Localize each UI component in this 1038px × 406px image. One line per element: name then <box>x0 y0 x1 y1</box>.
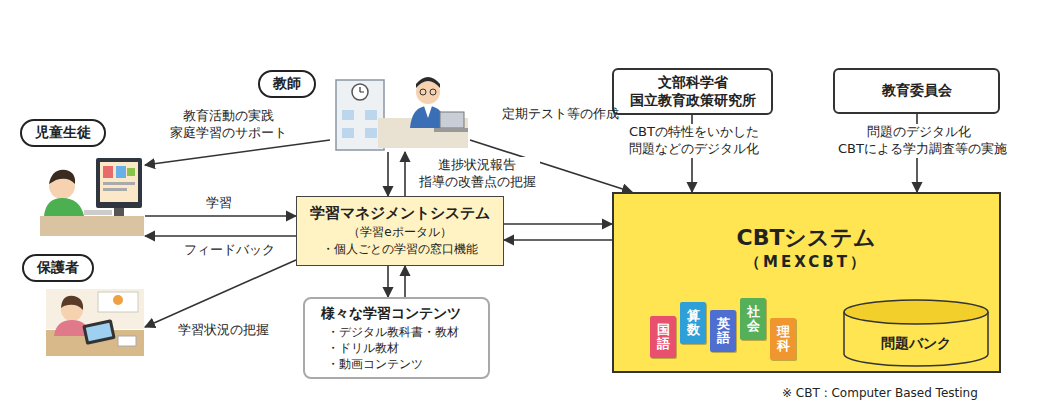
connector-arrow <box>387 266 389 297</box>
illustration-part <box>424 106 432 118</box>
node-text: （MEXCBT） <box>614 253 999 273</box>
node-title: 算数 <box>687 309 700 338</box>
node-text: ・ドリル教材 <box>327 340 476 356</box>
edge-label: CBTの特性をいかした 問題などのデジタル化 <box>625 124 763 158</box>
node-text: （学習eポータル） <box>307 224 493 241</box>
teacher-illustration <box>336 77 468 150</box>
connector-arrow <box>145 140 330 165</box>
edge-label: 進捗状況報告 指導の改善点の把握 <box>414 157 540 191</box>
illustration-part <box>365 110 377 120</box>
connector-arrow <box>145 235 296 237</box>
actor-node: 児童生徒 <box>38 150 145 238</box>
illustration-part <box>336 80 384 150</box>
connector-arrow <box>145 260 296 327</box>
illustration-part <box>82 319 116 345</box>
edge-label: 問題のデジタル化 CBTによる学力調査等の実施 <box>836 124 1002 158</box>
node-title: 理科 <box>777 325 790 354</box>
connector-arrow <box>387 152 389 196</box>
actor-name: 教師 <box>258 70 316 98</box>
edge-label: フィードバック <box>182 242 277 259</box>
illustration-part <box>98 292 138 312</box>
illustration-part <box>430 89 436 95</box>
illustration-part <box>440 112 464 128</box>
actor-name: 保護者 <box>22 254 94 282</box>
illustration-part <box>342 110 354 120</box>
connector-arrow <box>404 152 406 196</box>
illustration-part <box>103 182 135 185</box>
illustration-part <box>365 128 377 138</box>
subject-book: 英語 <box>710 310 736 352</box>
node-title: 社会 <box>747 305 760 334</box>
illustration-part <box>352 84 368 100</box>
illustration-part <box>49 170 75 184</box>
actor-name: 児童生徒 <box>20 119 106 147</box>
subject-book: 社会 <box>740 298 766 340</box>
connector-arrow <box>404 266 406 297</box>
system-box: CBTシステム（MEXCBT） 問題バンク 国語算数英語社会理科 <box>612 192 1001 373</box>
subject-book: 算数 <box>680 302 706 344</box>
connector-arrow <box>145 215 296 217</box>
edge-label: 定期テスト等の作成 <box>500 106 586 123</box>
parent-illustration <box>46 289 144 356</box>
illustration-part <box>342 128 354 138</box>
node-title: 英語 <box>717 317 730 346</box>
edge-label: 教育活動の実践 家庭学習のサポート <box>165 108 291 142</box>
illustration-part <box>360 87 364 92</box>
illustration-part <box>84 210 112 215</box>
illustration-part <box>86 323 112 342</box>
database-cylinder: 問題バンク <box>842 298 990 368</box>
node-title: 国語 <box>657 323 670 352</box>
subject-book: 理科 <box>770 318 796 360</box>
illustration-part <box>61 296 83 310</box>
node-title: 文部科学省 国立教育政策研究所 <box>627 74 759 109</box>
actor-node: 保護者 <box>45 287 145 358</box>
cylinder-part <box>844 300 988 324</box>
illustration-part <box>118 336 136 346</box>
node-title: 学習マネジメントシステム <box>307 203 493 224</box>
note-text: ※ CBT : Computer Based Testing <box>782 386 978 400</box>
organization-box: 教育委員会 <box>833 68 1000 114</box>
illustration-part <box>100 162 138 202</box>
edge-label: 学習 <box>204 195 234 212</box>
node-title: 教育委員会 <box>882 82 952 100</box>
connector-arrow <box>504 223 612 225</box>
connector-arrow <box>504 239 612 241</box>
illustration-part <box>116 166 126 178</box>
illustration-part <box>44 198 84 216</box>
illustration-part <box>420 89 426 95</box>
node-title: 問題バンク <box>842 334 990 352</box>
illustration-part <box>434 128 468 132</box>
illustration-part <box>103 188 127 191</box>
illustration-part <box>127 168 135 176</box>
illustration-part <box>40 216 144 236</box>
actor-node: 教師 <box>330 62 470 152</box>
illustration-part <box>96 158 142 208</box>
student-illustration <box>40 158 144 236</box>
node-text: ・個人ごとの学習の窓口機能 <box>307 241 493 258</box>
system-box: 学習マネジメントシステム（学習eポータル）・個人ごとの学習の窓口機能 <box>296 196 504 266</box>
subject-book: 国語 <box>650 316 676 358</box>
illustration-part <box>416 77 440 88</box>
content-box: 様々な学習コンテンツ・デジタル教科書・教材・ドリル教材・動画コンテンツ <box>303 297 490 379</box>
cylinder-shape <box>842 298 990 368</box>
node-text: ・動画コンテンツ <box>327 356 476 372</box>
node-title: CBTシステム <box>614 224 999 253</box>
organization-box: 文部科学省 国立教育政策研究所 <box>612 68 773 115</box>
edge-label: 学習状況の把握 <box>176 322 271 339</box>
illustration-part <box>103 166 113 178</box>
illustration-part <box>113 295 123 305</box>
node-text: ・デジタル教科書・教材 <box>327 324 476 340</box>
node-title: 様々な学習コンテンツ <box>321 304 476 324</box>
illustration-part <box>114 208 124 216</box>
